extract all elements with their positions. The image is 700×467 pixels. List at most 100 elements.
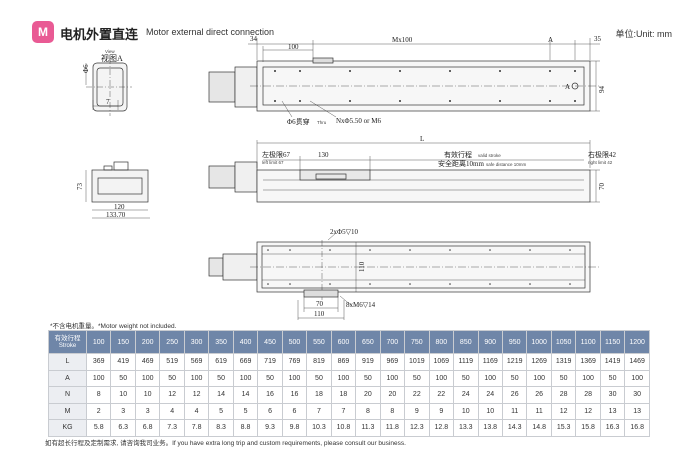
stroke-header-value: 100	[85, 330, 112, 354]
table-cell: 12	[550, 402, 577, 420]
table-cell: 24	[453, 386, 479, 404]
table-cell: 16	[281, 386, 308, 404]
table-cell: 14.8	[526, 419, 552, 437]
table-cell: 369	[85, 353, 112, 371]
stroke-header-value: 1150	[599, 330, 626, 354]
table-cell: 100	[624, 369, 650, 387]
row-label: M	[48, 402, 87, 420]
table-cell: 16	[257, 386, 283, 404]
table-cell: 22	[428, 386, 455, 404]
table-cell: 10.8	[330, 419, 357, 437]
dim-a: A	[548, 36, 553, 44]
table-cell: 7	[330, 402, 357, 420]
stroke-header-en: Stroke	[58, 342, 77, 349]
table-cell: 16.8	[624, 419, 650, 437]
dim-110-bottom: 110	[314, 310, 325, 318]
table-cell: 7	[306, 402, 332, 420]
table-cell: 1269	[526, 353, 552, 371]
hole-label: Φ6贯穿	[287, 117, 310, 126]
table-cell: 569	[183, 353, 210, 371]
table-cell: 719	[257, 353, 283, 371]
table-cell: 50	[501, 369, 528, 387]
table-cell: 100	[428, 369, 455, 387]
title-chinese: 电机外置直连	[60, 27, 139, 42]
stroke-header-value: 1050	[550, 330, 577, 354]
table-cell: 13.3	[453, 419, 479, 437]
table-cell: 5	[208, 402, 234, 420]
stroke-label-zh: 有效行程	[444, 150, 472, 159]
table-cell: 1169	[477, 353, 503, 371]
stroke-header-value: 350	[208, 330, 234, 354]
dim-100: 100	[288, 43, 299, 51]
table-cell: 10	[134, 386, 161, 404]
table-cell: 3	[134, 402, 161, 420]
table-cell: 13	[599, 402, 626, 420]
table-cell: 9	[428, 402, 455, 420]
mode-badge: M	[32, 21, 54, 43]
technical-drawing: View 视图A Φ6 7	[76, 35, 616, 320]
table-cell: 28	[575, 386, 601, 404]
table-cell: 1419	[599, 353, 626, 371]
table-cell: 10	[453, 402, 479, 420]
table-cell: 3	[110, 402, 136, 420]
stroke-header-value: 1100	[575, 330, 601, 354]
table-cell: 419	[110, 353, 136, 371]
header: M 电机外置直连 Motor external direct connectio…	[32, 21, 672, 43]
table-cell: 12	[575, 402, 601, 420]
stroke-header-value: 550	[306, 330, 332, 354]
table-cell: 819	[306, 353, 332, 371]
dim-133-70: 133.70	[106, 211, 126, 219]
stroke-header-value: 900	[477, 330, 503, 354]
table-cell: 100	[281, 369, 308, 387]
table-cell: 769	[281, 353, 308, 371]
unit-label: 单位:Unit: mm	[615, 29, 672, 39]
table-cell: 8.8	[232, 419, 259, 437]
table-cell: 7.8	[183, 419, 210, 437]
dim-l: L	[420, 135, 424, 143]
table-cell: 100	[85, 369, 112, 387]
end-view-a	[85, 58, 132, 116]
table-cell: 2	[85, 402, 112, 420]
stroke-header-value: 500	[281, 330, 308, 354]
table-cell: 50	[599, 369, 626, 387]
table-cell: 1469	[624, 353, 650, 371]
stroke-header-value: 400	[232, 330, 259, 354]
table-cell: 10	[477, 402, 503, 420]
stroke-header-value: 150	[110, 330, 136, 354]
table-cell: 8	[379, 402, 406, 420]
eight-holes-label: 8xM6▽14	[346, 301, 376, 309]
table-cell: 1019	[404, 353, 430, 371]
left-limit-zh: 左极限67	[262, 150, 290, 159]
table-cell: 24	[477, 386, 503, 404]
screw-label: NxΦ5.50 or M6	[336, 117, 381, 125]
table-cell: 12	[183, 386, 210, 404]
table-cell: 10	[110, 386, 136, 404]
table-cell: 30	[624, 386, 650, 404]
table-cell: 9.8	[281, 419, 308, 437]
table-cell: 12	[159, 386, 185, 404]
dim-mx100: Mx100	[392, 36, 413, 44]
dim-73: 73	[76, 183, 84, 191]
table-cell: 14.3	[501, 419, 528, 437]
table-cell: 18	[330, 386, 357, 404]
table-cell: 11.3	[355, 419, 381, 437]
table-cell: 50	[306, 369, 332, 387]
safety-label-en: safe distance 10mm	[486, 162, 527, 167]
table-cell: 6.3	[110, 419, 136, 437]
table-cell: 50	[355, 369, 381, 387]
weight-note: *不含电机重量。*Motor weight not included.	[50, 323, 177, 330]
dim-130: 130	[318, 151, 329, 159]
view-label-zh: 视图A	[101, 53, 123, 63]
right-limit-zh: 右极限42	[588, 150, 616, 159]
safety-label-zh: 安全距离10mm	[438, 159, 484, 168]
table-cell: 1069	[428, 353, 455, 371]
table-cell: 20	[379, 386, 406, 404]
table-cell: 15.8	[575, 419, 601, 437]
table-cell: 13.8	[477, 419, 503, 437]
row-label: N	[48, 386, 87, 404]
